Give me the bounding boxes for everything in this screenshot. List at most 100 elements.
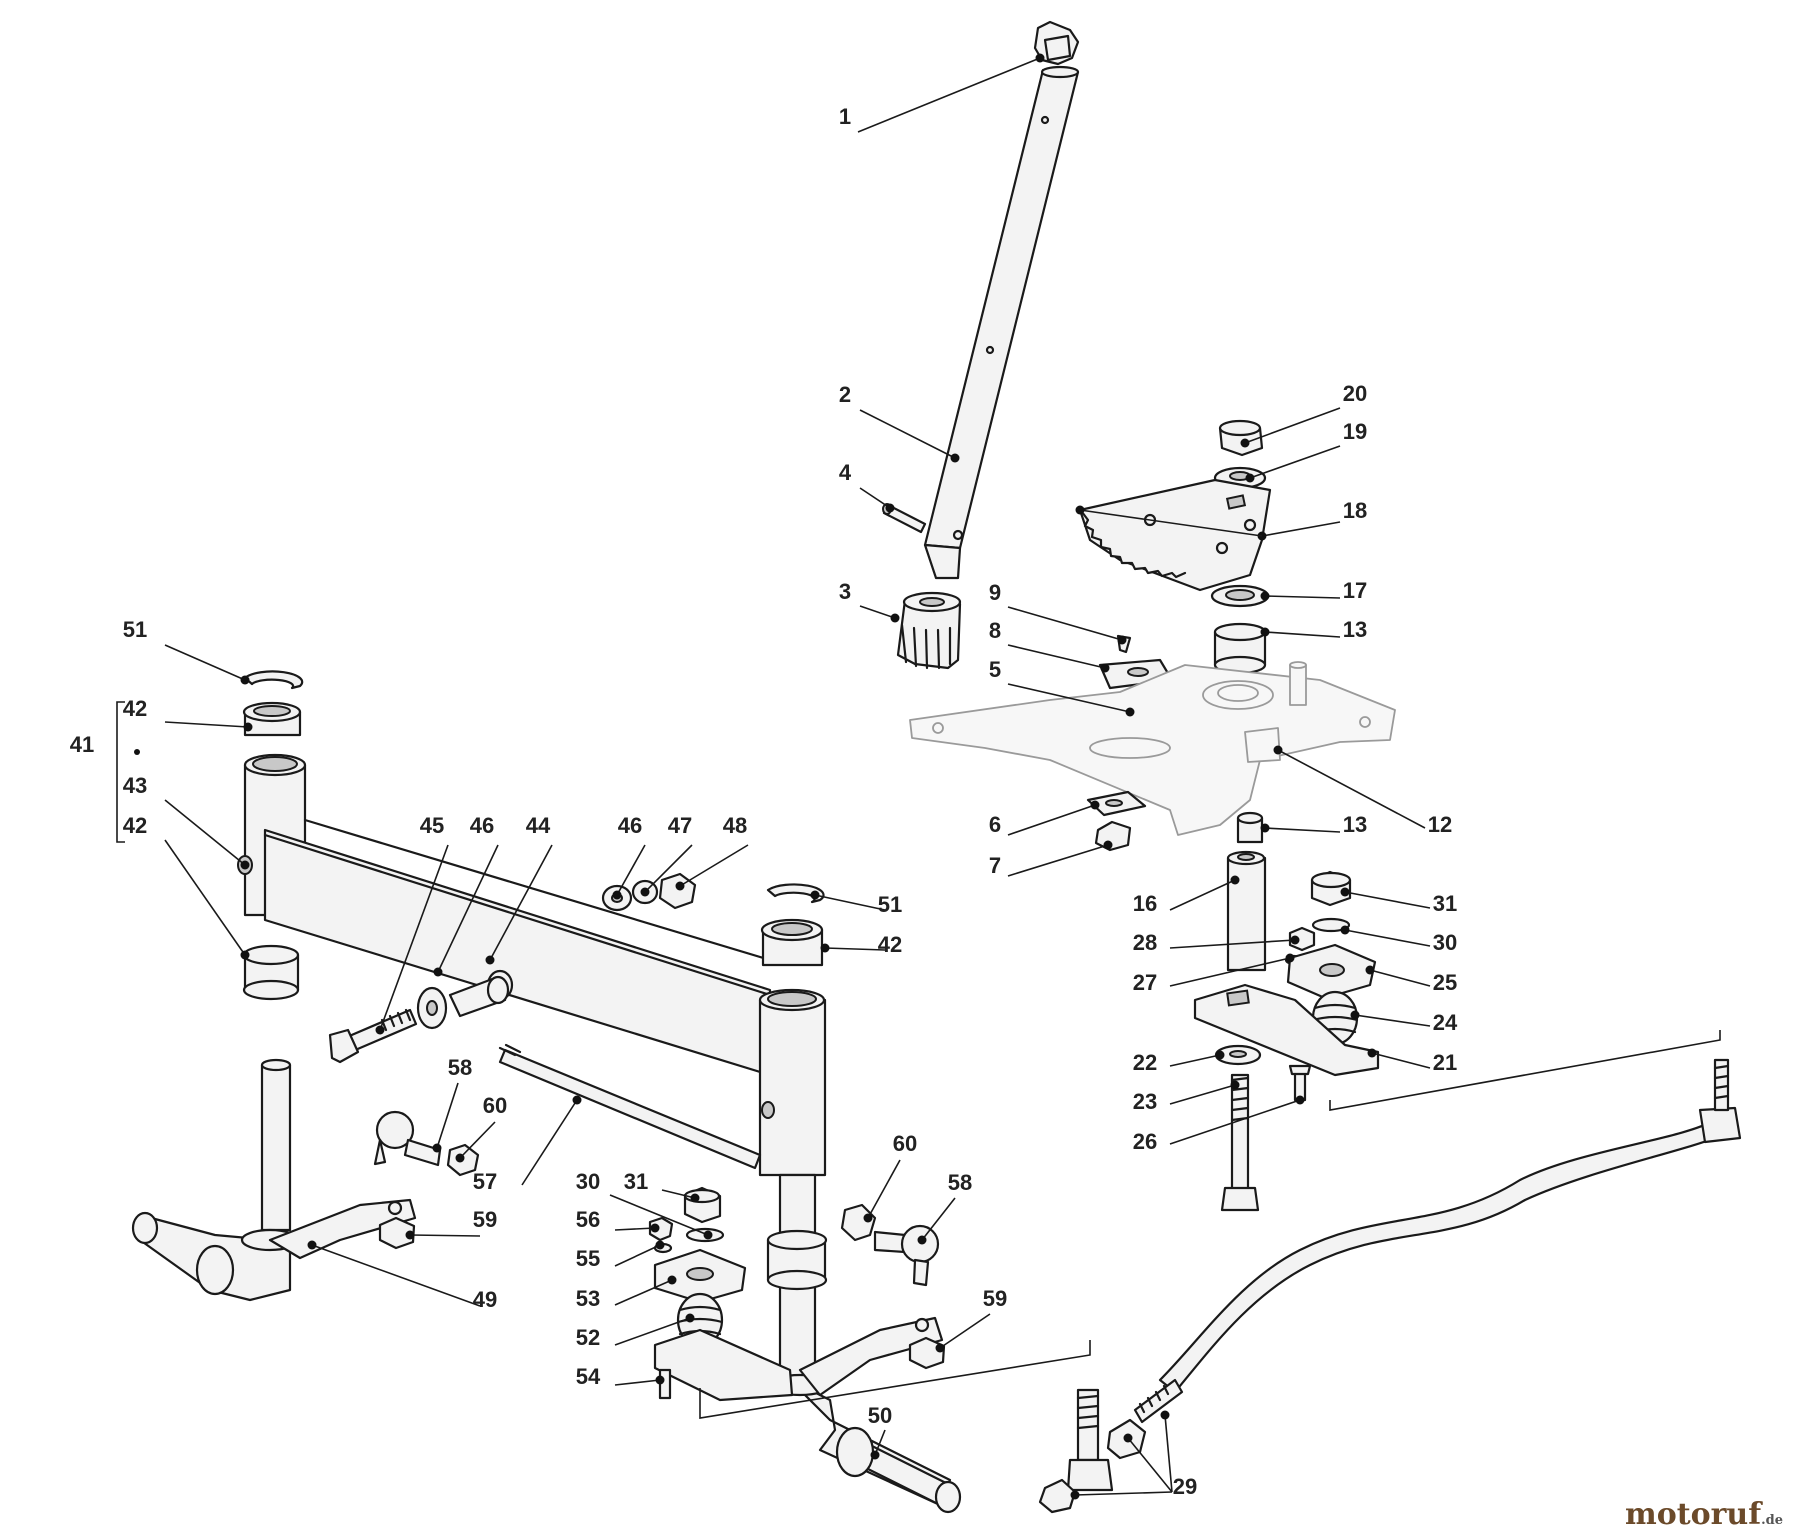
leader-dot (1260, 823, 1270, 833)
axle-spindle-housing-right (758, 988, 827, 1177)
callout-number: 48 (723, 813, 747, 838)
leader-dot (1245, 473, 1255, 483)
leader-dot (240, 675, 250, 685)
callout-number: 45 (420, 813, 444, 838)
callout-42: 42 (123, 696, 253, 732)
leader-dot (1240, 438, 1250, 448)
front-axle-group (237, 670, 827, 1177)
leader-line (859, 409, 956, 459)
callout-number: 46 (470, 813, 494, 838)
callout-number: 19 (1343, 419, 1367, 444)
leader-line (1264, 595, 1341, 599)
leader-line (1079, 509, 1263, 537)
callout-60: 60 (455, 1093, 507, 1163)
callout-number: 24 (1433, 1010, 1458, 1035)
leader-dot (240, 950, 250, 960)
leader-dot (405, 1230, 415, 1240)
spindle-part-50 (766, 1173, 962, 1514)
leader-line (614, 1244, 661, 1267)
spindle-part-49 (131, 1058, 417, 1302)
leader-line (459, 1121, 496, 1159)
leader-dot (870, 1450, 880, 1460)
leader-line (1344, 891, 1431, 909)
brand-logo: motoruf.de (1625, 1497, 1783, 1532)
leader-dot (703, 1230, 713, 1240)
callout-number: 59 (473, 1207, 497, 1232)
leader-dot (1090, 800, 1100, 810)
nut-part-59-right (908, 1336, 946, 1370)
steering-shaft-part-2 (923, 65, 1080, 580)
nut-part-56 (648, 1216, 674, 1242)
callout-48: 48 (675, 813, 749, 891)
callout-number: 30 (576, 1169, 600, 1194)
leader-line (1249, 445, 1341, 479)
leader-line (614, 1279, 673, 1306)
leader-line (521, 1099, 578, 1186)
callout-number: 22 (1133, 1050, 1157, 1075)
leader-dot (1273, 745, 1283, 755)
leader-line (1164, 1414, 1173, 1493)
leader-dot (890, 613, 900, 623)
leader-line (436, 1082, 459, 1149)
callout-23: 23 (1133, 1080, 1240, 1114)
leader-dot (1117, 635, 1127, 645)
leader-line (859, 605, 896, 619)
callout-46: 46 (612, 813, 646, 900)
leader-line (1264, 827, 1341, 833)
callout-number: 6 (989, 812, 1001, 837)
pivot-bolt-part-45 (328, 1008, 418, 1064)
callout-number: 51 (123, 617, 147, 642)
callout-26: 26 (1133, 1095, 1305, 1154)
callout-number: 44 (526, 813, 551, 838)
callout-number: 41 (70, 732, 94, 757)
callout-53: 53 (576, 1275, 677, 1311)
group-41-marker (134, 749, 140, 755)
washer-part-30-right (1311, 917, 1351, 933)
callout-number: 27 (1133, 970, 1157, 995)
callout-55: 55 (576, 1240, 665, 1271)
leader-line (939, 1313, 991, 1349)
leader-line (489, 844, 553, 961)
callout-12: 12 (1273, 745, 1452, 837)
leader-dot (885, 503, 895, 513)
ball-joint-part-58-left (373, 1110, 442, 1167)
callout-57: 57 (473, 1095, 582, 1194)
leader-line (1169, 879, 1236, 911)
leader-dot (675, 881, 685, 891)
callout-number: 58 (448, 1055, 472, 1080)
callout-51: 51 (810, 890, 902, 917)
leader-dot (1075, 505, 1085, 515)
leader-line (614, 1317, 691, 1346)
leader-dot (650, 1223, 660, 1233)
callout-31: 31 (1340, 887, 1457, 916)
callout-number: 57 (473, 1169, 497, 1194)
leader-dot (240, 860, 250, 870)
leader-line (1007, 644, 1106, 669)
callout-number: 1 (839, 104, 851, 129)
callout-58: 58 (432, 1055, 472, 1153)
callout-22: 22 (1133, 1050, 1225, 1075)
leader-line (614, 1379, 661, 1386)
callout-59: 59 (935, 1286, 1007, 1353)
callout-number: 25 (1433, 970, 1457, 995)
leader-dot (863, 1213, 873, 1223)
callout-number: 17 (1343, 578, 1367, 603)
leader-line (1344, 929, 1431, 947)
callout-number: 23 (1133, 1089, 1157, 1114)
leader-line (164, 799, 246, 866)
leader-line (1371, 1052, 1431, 1069)
callout-number: 8 (989, 618, 1001, 643)
leader-dot (1103, 840, 1113, 850)
svg-text:motoruf.de: motoruf.de (1625, 1497, 1783, 1532)
callout-47: 47 (640, 813, 693, 897)
callout-number: 13 (1343, 617, 1367, 642)
pitman-arm-part-21 (1193, 983, 1380, 1077)
leader-dot (455, 1153, 465, 1163)
leader-dot (1123, 1433, 1133, 1443)
callout-20: 20 (1240, 381, 1367, 448)
callout-29: 29 (1070, 1410, 1197, 1500)
leader-dot (572, 1095, 582, 1105)
right-spindle-group (648, 1173, 962, 1514)
callout-16: 16 (1133, 875, 1240, 916)
